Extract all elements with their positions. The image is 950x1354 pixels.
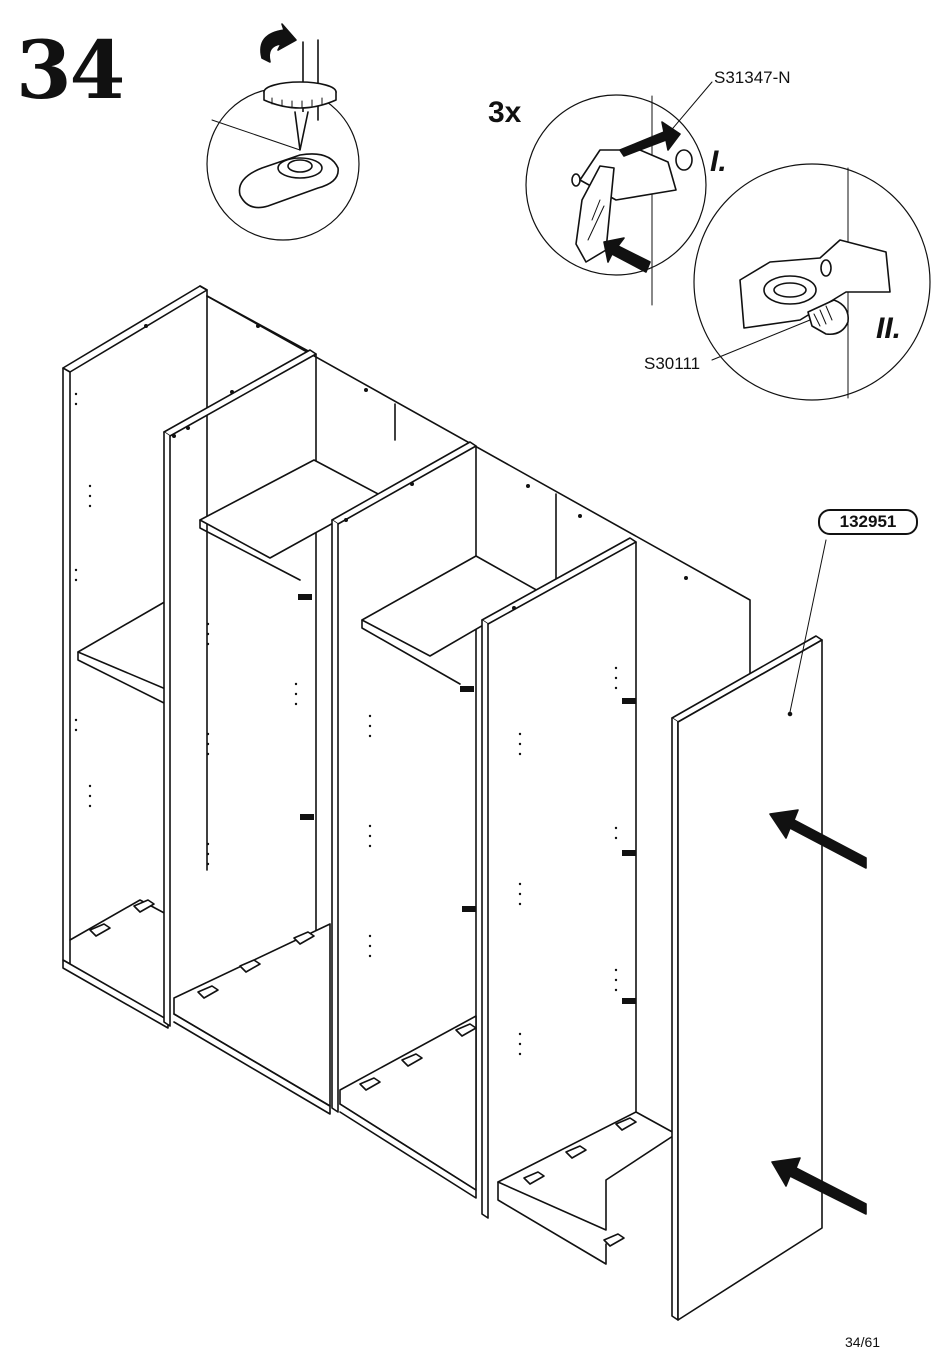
push-arrow-icon bbox=[604, 238, 650, 272]
connector-detail-one bbox=[526, 82, 712, 305]
connector-detail-two bbox=[694, 164, 930, 400]
hinge-connectors bbox=[298, 594, 636, 1004]
push-arrow-icon bbox=[620, 122, 680, 156]
rotate-arrow-icon bbox=[261, 24, 296, 62]
wardrobe-assembly bbox=[63, 286, 866, 1320]
levelling-foot-detail bbox=[207, 24, 359, 240]
